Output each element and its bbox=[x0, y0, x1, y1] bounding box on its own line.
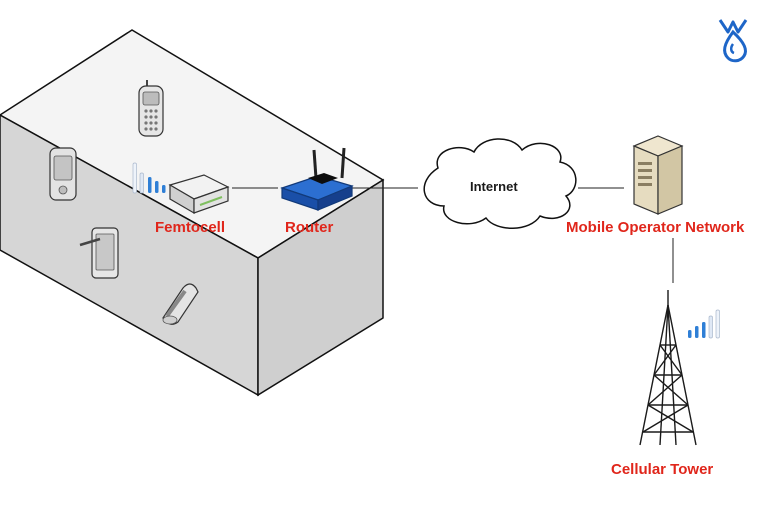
server-icon bbox=[632, 135, 684, 215]
cloud-icon bbox=[423, 138, 577, 229]
flip-phone-icon bbox=[162, 283, 199, 325]
tablet-icon bbox=[79, 227, 119, 279]
internet-label: Internet bbox=[470, 179, 518, 194]
tower-signal-bars-icon bbox=[688, 309, 720, 339]
signal-bars-icon bbox=[132, 162, 166, 194]
cell-tower-icon bbox=[639, 290, 697, 446]
router-icon bbox=[280, 147, 354, 211]
connection-lines bbox=[232, 187, 674, 283]
femtocell-icon bbox=[168, 174, 230, 215]
femtocell-label: Femtocell bbox=[155, 219, 226, 236]
mobile-phone-icon bbox=[138, 80, 164, 137]
building bbox=[0, 29, 385, 397]
logo-icon bbox=[718, 19, 748, 63]
router-label: Router bbox=[285, 219, 334, 236]
cellular-tower-label: Cellular Tower bbox=[611, 461, 714, 478]
mobile-operator-network-label: Mobile Operator Network bbox=[566, 219, 745, 236]
pda-icon bbox=[49, 147, 77, 201]
